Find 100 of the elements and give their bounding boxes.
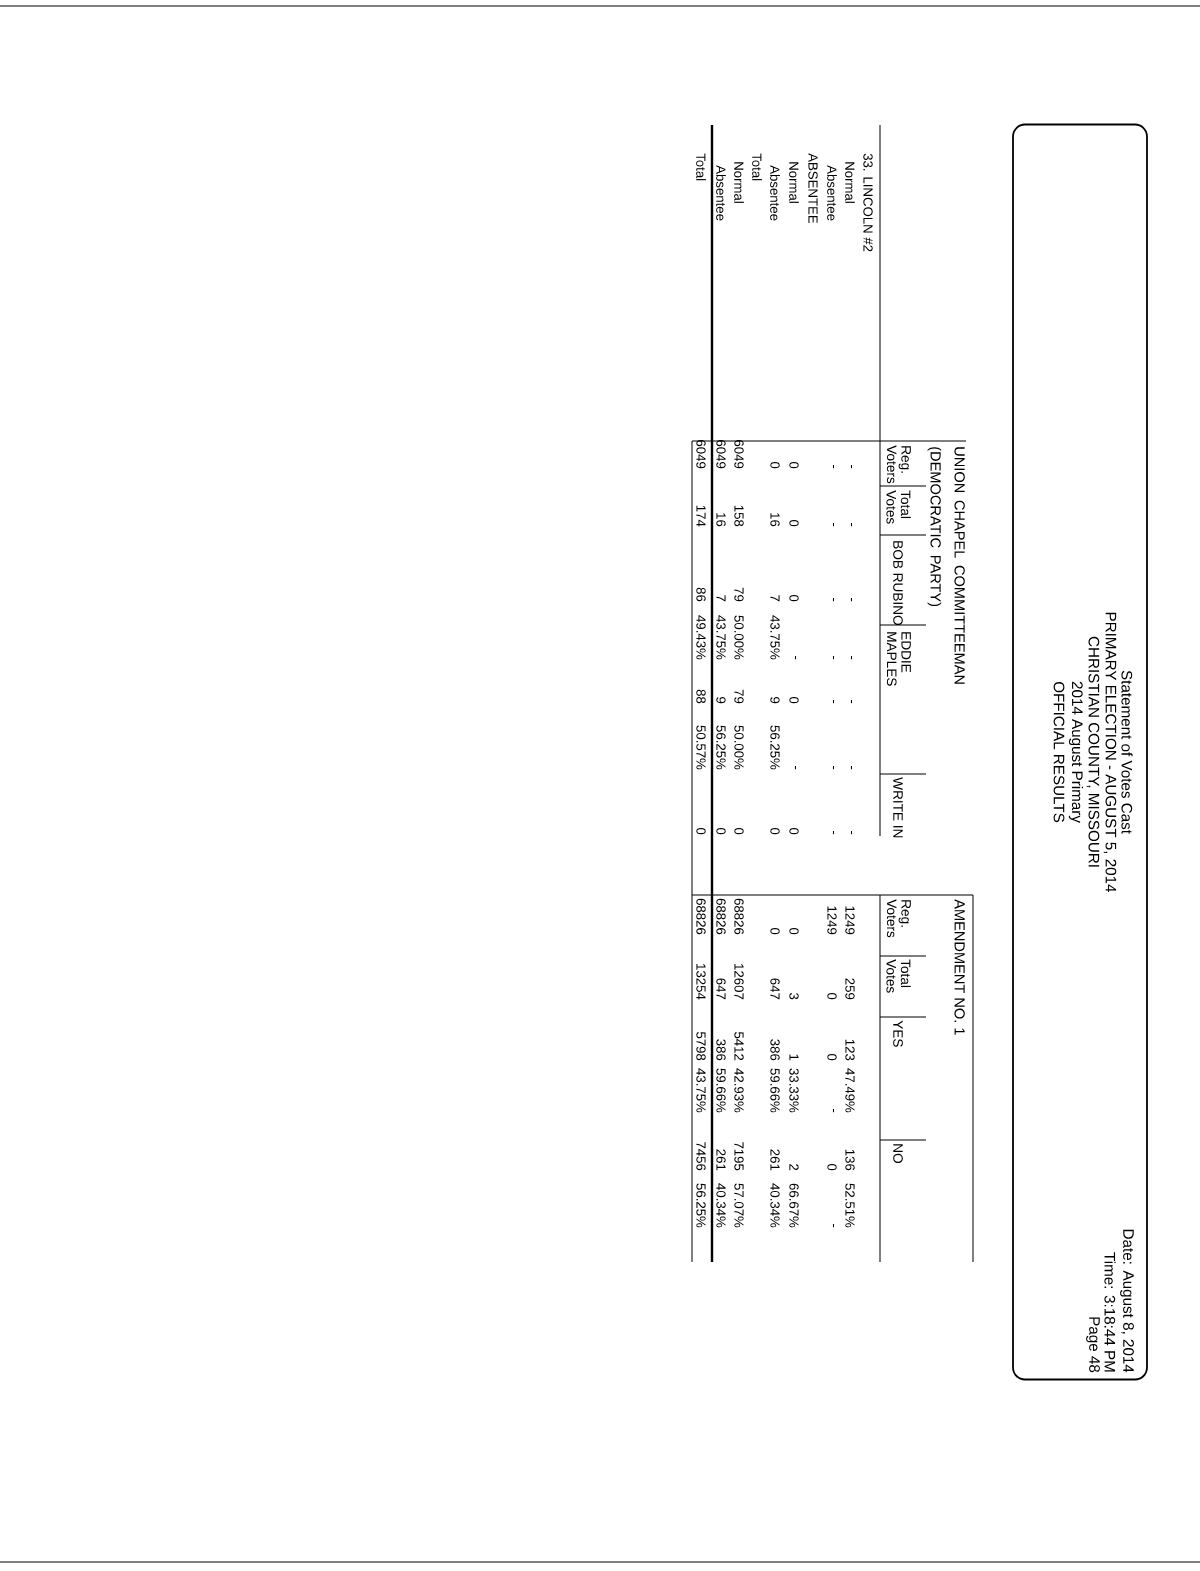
- report-title: Statement of Votes Cast: [1121, 670, 1133, 834]
- table-cell: 40.34%: [770, 1183, 780, 1228]
- table-cell: 66.67%: [789, 1183, 799, 1228]
- table-cell: 7456: [696, 1142, 706, 1171]
- report-info: Page 48: [1086, 1317, 1100, 1373]
- table-cell: -: [832, 656, 834, 660]
- table-cell: 0: [789, 462, 799, 469]
- table-cell: 68826: [696, 898, 706, 935]
- table-cell: -: [850, 598, 852, 602]
- report-info: Time: 3:18:44 PM: [1104, 1252, 1116, 1372]
- table-cell: 42.93%: [734, 1068, 744, 1113]
- table-cell: 50.00%: [734, 615, 744, 660]
- table-cell: 0: [827, 1164, 837, 1171]
- report-title: 2014 August Primary: [1068, 681, 1084, 823]
- table-cell: 174: [696, 505, 706, 527]
- column-header: YES: [893, 1020, 903, 1047]
- table-cell: 0: [770, 828, 780, 835]
- table-cell: 56.25%: [770, 725, 780, 770]
- column-header: WRITE IN: [893, 777, 903, 838]
- table-cell: 43.75%: [716, 615, 726, 660]
- row-label: Absentee: [716, 165, 726, 221]
- row-label: Total: [752, 153, 762, 181]
- table-cell: 261: [770, 1149, 780, 1171]
- table-cell: 6049: [696, 440, 706, 469]
- row-label: Absentee: [827, 165, 837, 221]
- column-header: Total Votes: [886, 959, 911, 993]
- column-header: NO: [893, 1144, 903, 1163]
- row-label: Total: [696, 153, 706, 181]
- table-cell: 12607: [734, 964, 744, 1000]
- section-heading: AMENDMENT NO. 1: [954, 899, 965, 1035]
- table-cell: 0: [827, 993, 837, 1000]
- table-cell: 13254: [696, 964, 706, 1000]
- column-header: BOB RUBINO: [893, 541, 903, 625]
- table-cell: 6049: [716, 440, 726, 469]
- table-cell: 5412: [734, 1032, 744, 1061]
- table-cell: 50.57%: [696, 725, 706, 770]
- table-cell: 2: [789, 1164, 799, 1171]
- row-label: ABSENTEE: [808, 153, 818, 224]
- table-cell: 0: [696, 828, 706, 835]
- column-header: Reg. Voters: [886, 899, 911, 938]
- table-cell: 43.75%: [696, 1068, 706, 1113]
- table-cell: 0: [789, 697, 799, 704]
- section-heading: UNION CHAPEL COMMITTEEMAN (DEMOCRATIC PARTY): [927, 447, 965, 684]
- table-cell: 1249: [827, 906, 837, 935]
- table-cell: 68826: [716, 898, 726, 935]
- table-cell: -: [850, 465, 852, 469]
- table-cell: 7: [770, 595, 780, 602]
- table-cell: 647: [770, 978, 780, 1000]
- row-label: Absentee: [770, 165, 780, 221]
- table-cell: 79: [734, 689, 744, 704]
- table-cell: -: [794, 766, 796, 770]
- row-label: Normal: [789, 162, 799, 203]
- table-cell: -: [832, 1109, 834, 1113]
- table-cell: 386: [770, 1039, 780, 1061]
- table-cell: 259: [845, 978, 855, 1000]
- table-cell: 79: [734, 587, 744, 602]
- table-cell: 0: [789, 520, 799, 527]
- table-cell: 56.25%: [716, 725, 726, 770]
- table-cell: 0: [770, 462, 780, 469]
- table-cell: -: [832, 831, 834, 835]
- table-cell: 52.51%: [845, 1183, 855, 1228]
- table-cell: -: [832, 465, 834, 469]
- table-cell: -: [850, 700, 852, 704]
- table-cell: 40.34%: [716, 1183, 726, 1228]
- row-label: Normal: [845, 162, 855, 203]
- table-cell: 7195: [734, 1142, 744, 1171]
- table-cell: 7: [716, 595, 726, 602]
- table-cell: -: [832, 1224, 834, 1228]
- table-cell: 59.66%: [716, 1068, 726, 1113]
- table-cell: 386: [716, 1039, 726, 1061]
- table-cell: 158: [734, 505, 744, 527]
- table-cell: 49.43%: [696, 615, 706, 660]
- table-cell: 57.07%: [734, 1183, 744, 1228]
- table-cell: -: [850, 766, 852, 770]
- table-cell: -: [850, 656, 852, 660]
- table-cell: 3: [789, 993, 799, 1000]
- table-cell: 68826: [734, 898, 744, 935]
- table-cell: 16: [770, 513, 780, 527]
- report-title: PRIMARY ELECTION - AUGUST 5, 2014: [1103, 612, 1117, 893]
- table-cell: -: [850, 523, 852, 527]
- table-cell: -: [832, 766, 834, 770]
- table-cell: 1: [789, 1054, 799, 1061]
- column-header: EDDIE MAPLES: [886, 632, 911, 686]
- table-cell: 123: [845, 1039, 855, 1061]
- table-cell: 0: [716, 828, 726, 835]
- table-cell: -: [832, 598, 834, 602]
- table-cell: -: [850, 831, 852, 835]
- table-cell: 59.66%: [770, 1068, 780, 1113]
- table-cell: 5798: [696, 1032, 706, 1061]
- table-cell: 9: [770, 697, 780, 704]
- table-cell: -: [794, 656, 796, 660]
- table-cell: 88: [696, 689, 706, 704]
- table-cell: 0: [770, 928, 780, 935]
- column-header: Total Votes: [886, 490, 911, 524]
- table-cell: 136: [845, 1149, 855, 1171]
- table-cell: 9: [716, 697, 726, 704]
- report-title: CHRISTIAN COUNTY, MISSOURI: [1086, 636, 1100, 867]
- table-cell: 47.49%: [845, 1068, 855, 1113]
- table-cell: 86: [696, 587, 706, 602]
- row-label: Normal: [734, 162, 744, 203]
